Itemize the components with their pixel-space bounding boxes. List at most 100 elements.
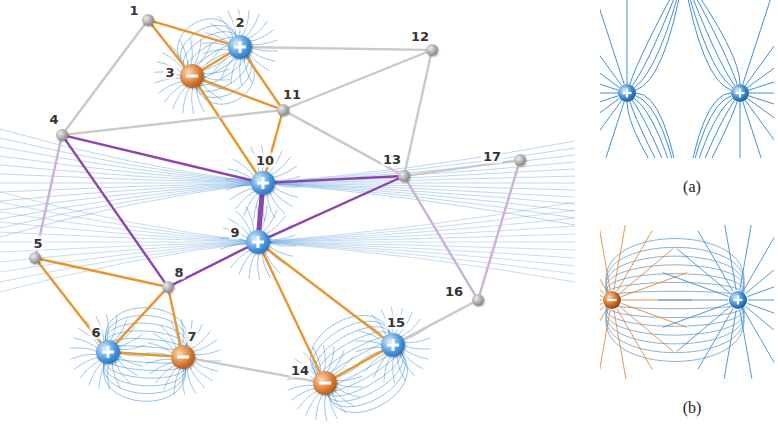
node-number: 4: [47, 112, 60, 127]
field-line: [748, 300, 774, 301]
field-line: [743, 102, 774, 158]
field-line: [600, 306, 604, 351]
field-line: [329, 392, 337, 419]
field-line: [600, 0, 624, 84]
field-line: [0, 183, 263, 228]
charge-vertex: 2: [228, 35, 252, 59]
field-line: [271, 166, 296, 178]
panel-label: (a): [683, 178, 701, 196]
field-line: [247, 21, 268, 40]
field-line: [112, 361, 120, 388]
field-line: [0, 156, 263, 183]
field-line: [634, 98, 684, 158]
field-line: [400, 353, 415, 377]
node-number: 10: [254, 153, 276, 168]
field-line: [401, 350, 422, 368]
field-line: [743, 309, 774, 370]
charge-vertex: 15: [381, 333, 405, 357]
charge-sign: [251, 171, 275, 195]
field-line: [116, 357, 137, 375]
graph-edge: [202, 53, 229, 70]
field-line: [749, 93, 774, 94]
charge-sign: [739, 89, 741, 98]
charge-sign: [96, 340, 120, 364]
field-line: [740, 225, 752, 290]
field-line: [263, 169, 575, 183]
charge-vertex: 6: [96, 340, 120, 364]
charge-sphere: [603, 291, 621, 309]
charge-sphere: [731, 84, 749, 102]
field-line: [291, 388, 316, 400]
graph-edge: [275, 176, 398, 182]
field-line: [106, 314, 108, 342]
graph-edge: [405, 56, 430, 170]
field-line: [149, 362, 174, 374]
field-line: [109, 315, 117, 342]
graph-edge: [263, 253, 320, 372]
field-line: [600, 225, 610, 290]
field-line: [745, 100, 774, 158]
graph-edge: [203, 80, 277, 108]
field-line: [235, 191, 256, 210]
field-line: [614, 310, 626, 379]
graph-edge: [116, 291, 164, 343]
node-number: 13: [381, 152, 403, 167]
field-line: [683, 98, 733, 158]
field-line: [80, 360, 101, 379]
field-line: [600, 98, 620, 158]
field-line: [627, 0, 628, 84]
field-line: [627, 102, 684, 158]
node-number: 12: [409, 29, 431, 44]
field-line: [0, 183, 263, 184]
field-line: [258, 252, 260, 280]
field-line: [244, 192, 259, 216]
graph-edge: [65, 140, 164, 282]
field-line: [677, 249, 731, 294]
panel-label: (b): [683, 399, 702, 417]
field-line: [258, 226, 575, 242]
graph-edge: [66, 25, 145, 130]
field-line: [263, 162, 575, 183]
field-line: [606, 300, 744, 335]
field-line: [397, 354, 405, 381]
field-line: [258, 202, 575, 242]
field-line: [634, 0, 684, 88]
field-line: [174, 367, 182, 394]
field-line: [403, 345, 431, 349]
field-line: [333, 388, 354, 406]
node-number: 8: [172, 265, 185, 280]
field-line: [273, 183, 301, 187]
field-line: [630, 102, 684, 158]
charge-sign: [313, 371, 337, 395]
field-line: [267, 192, 275, 219]
field-line: [164, 84, 185, 103]
field-line: [202, 69, 230, 74]
charge-sign: [381, 333, 405, 357]
field-panel: [600, 0, 774, 158]
graph-edge: [120, 353, 171, 356]
charge-vertex: 7: [171, 345, 195, 369]
graph-edge: [41, 259, 162, 285]
field-line: [249, 252, 257, 279]
node-number: 1: [127, 3, 140, 18]
field-line: [196, 43, 211, 67]
field-line: [231, 57, 239, 84]
charge-sign: [737, 296, 739, 305]
field-line: [323, 345, 325, 373]
graph-vertex: 1: [142, 14, 154, 26]
graph-edge: [407, 181, 475, 295]
field-line: [746, 249, 774, 294]
field-line: [273, 176, 301, 181]
field-line: [606, 300, 744, 326]
field-line: [271, 188, 292, 206]
field-line: [161, 326, 176, 350]
graph-edge: [199, 86, 257, 173]
field-line: [153, 333, 174, 351]
graph-edge: [173, 247, 247, 284]
field-line: [266, 225, 291, 237]
graph-edge: [195, 359, 313, 381]
field-line: [192, 86, 194, 114]
field-line: [230, 250, 251, 269]
node-number: 15: [385, 315, 407, 330]
